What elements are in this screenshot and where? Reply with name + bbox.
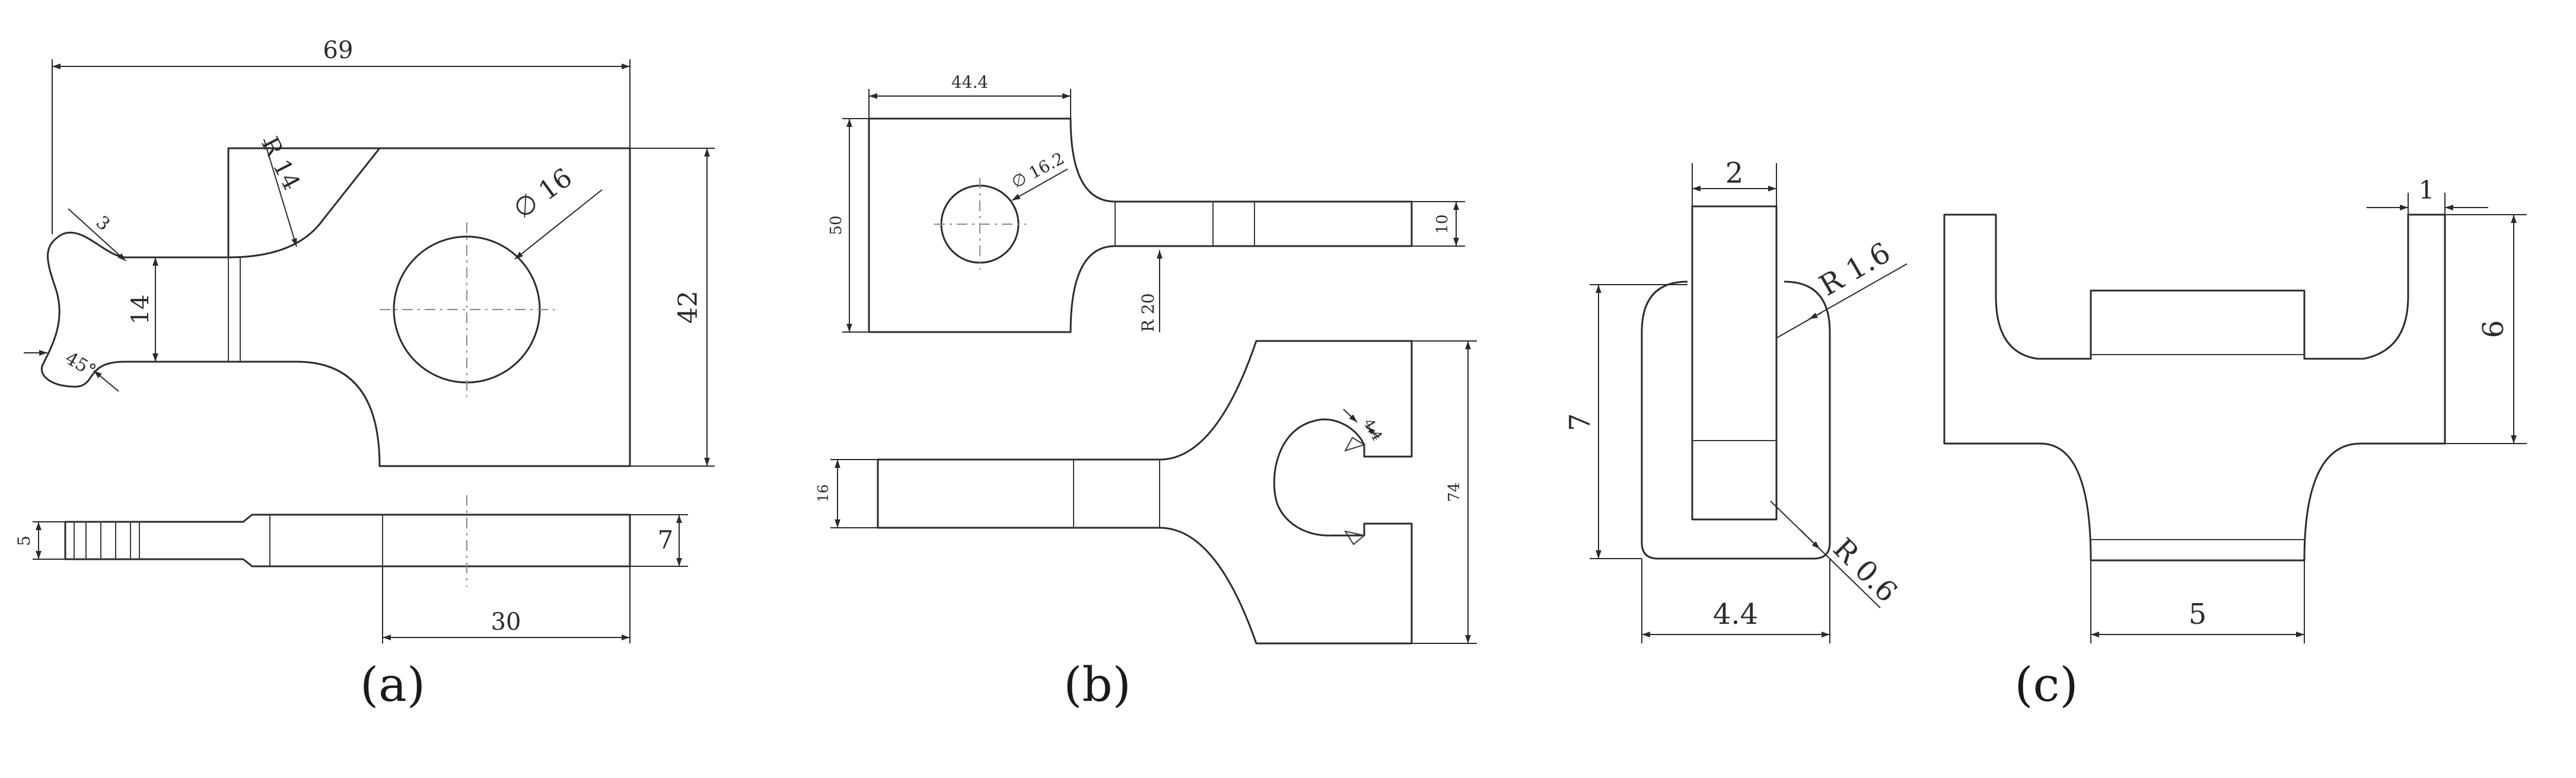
dim-c-height: 7 bbox=[1564, 413, 1597, 432]
figure-c-side-view bbox=[1943, 213, 2446, 562]
figure-a-dimensions: 69 R 14 ∅ 16 42 14 3 45° bbox=[24, 37, 715, 467]
dim-a-chamfer-bottom: 45° bbox=[62, 348, 100, 382]
dim-b-notch: 4.4 bbox=[1360, 416, 1386, 444]
dim-b-bottom-height: 74 bbox=[1445, 482, 1463, 502]
dim-b-bottom-neck: 16 bbox=[815, 484, 832, 503]
dim-c-corner-radius: R 0.6 bbox=[1827, 532, 1904, 609]
figure-b: 44.4 ∅ 16.2 50 10 R 20 4.4 bbox=[815, 72, 1477, 712]
figure-a-side-view: 5 7 30 bbox=[14, 495, 688, 643]
figure-a: 69 R 14 ∅ 16 42 14 3 45° bbox=[14, 37, 715, 712]
figure-b-bottom-dimensions: 4.4 16 74 bbox=[815, 340, 1477, 644]
dim-a-overall-length: 69 bbox=[323, 37, 354, 64]
dim-b-top-height: 50 bbox=[827, 215, 845, 235]
dim-c-arm-height: 6 bbox=[2477, 320, 2510, 339]
dim-b-top-neck: 10 bbox=[1434, 214, 1451, 234]
dim-a-side-height: 7 bbox=[658, 525, 674, 554]
figure-b-bottom-piece bbox=[877, 340, 1413, 645]
dim-a-fillet-radius: R 14 bbox=[256, 133, 305, 194]
dim-b-fillet-radius: R 20 bbox=[1138, 293, 1158, 332]
caption-b: (b) bbox=[1063, 657, 1131, 712]
dim-a-neck: 14 bbox=[127, 295, 154, 325]
dim-c-body-width: 5 bbox=[2189, 598, 2207, 631]
dim-c-base-width: 4.4 bbox=[1713, 598, 1758, 631]
dim-c-top-width: 2 bbox=[1725, 157, 1744, 190]
dim-a-side-thickness: 5 bbox=[14, 535, 34, 546]
figure-a-top-view bbox=[40, 147, 631, 467]
figure-c-side-dimensions: 1 6 5 bbox=[2090, 176, 2527, 643]
figure-c-front-dimensions: 2 R 1.6 7 R 0.6 4.4 bbox=[1564, 157, 1908, 643]
dim-a-chamfer-top: 3 bbox=[92, 212, 114, 235]
dim-a-width: 42 bbox=[673, 291, 703, 324]
dim-b-top-width: 44.4 bbox=[951, 72, 988, 92]
caption-a: (a) bbox=[360, 657, 425, 712]
caption-c: (c) bbox=[2014, 657, 2078, 712]
figure-c-front-view bbox=[1641, 205, 1831, 560]
figure-c: 2 R 1.6 7 R 0.6 4.4 1 bbox=[1564, 157, 2527, 712]
dim-c-fillet-radius: R 1.6 bbox=[1814, 236, 1896, 302]
dim-a-side-length: 30 bbox=[491, 608, 521, 636]
dim-a-hole-diameter: ∅ 16 bbox=[508, 162, 578, 225]
dim-c-arm-width: 1 bbox=[2419, 176, 2435, 205]
